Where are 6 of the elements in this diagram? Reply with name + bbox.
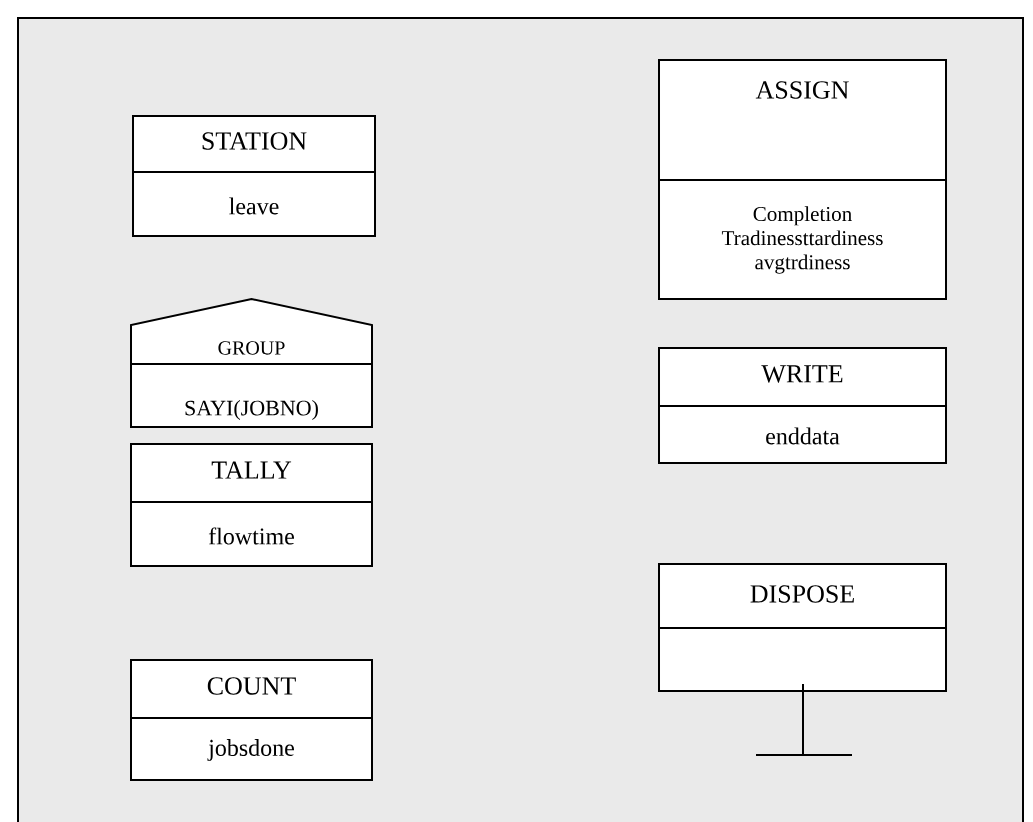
block-box: DISPOSE <box>658 563 947 692</box>
block-box: STATION leave <box>132 115 376 237</box>
block-box: WRITE enddata <box>658 347 947 464</box>
block-box: ASSIGN Completion Tradinessttardiness avgtrdiness <box>658 59 947 300</box>
block-box: TALLY flowtime <box>130 443 373 567</box>
block-box: COUNT jobsdone <box>130 659 373 781</box>
